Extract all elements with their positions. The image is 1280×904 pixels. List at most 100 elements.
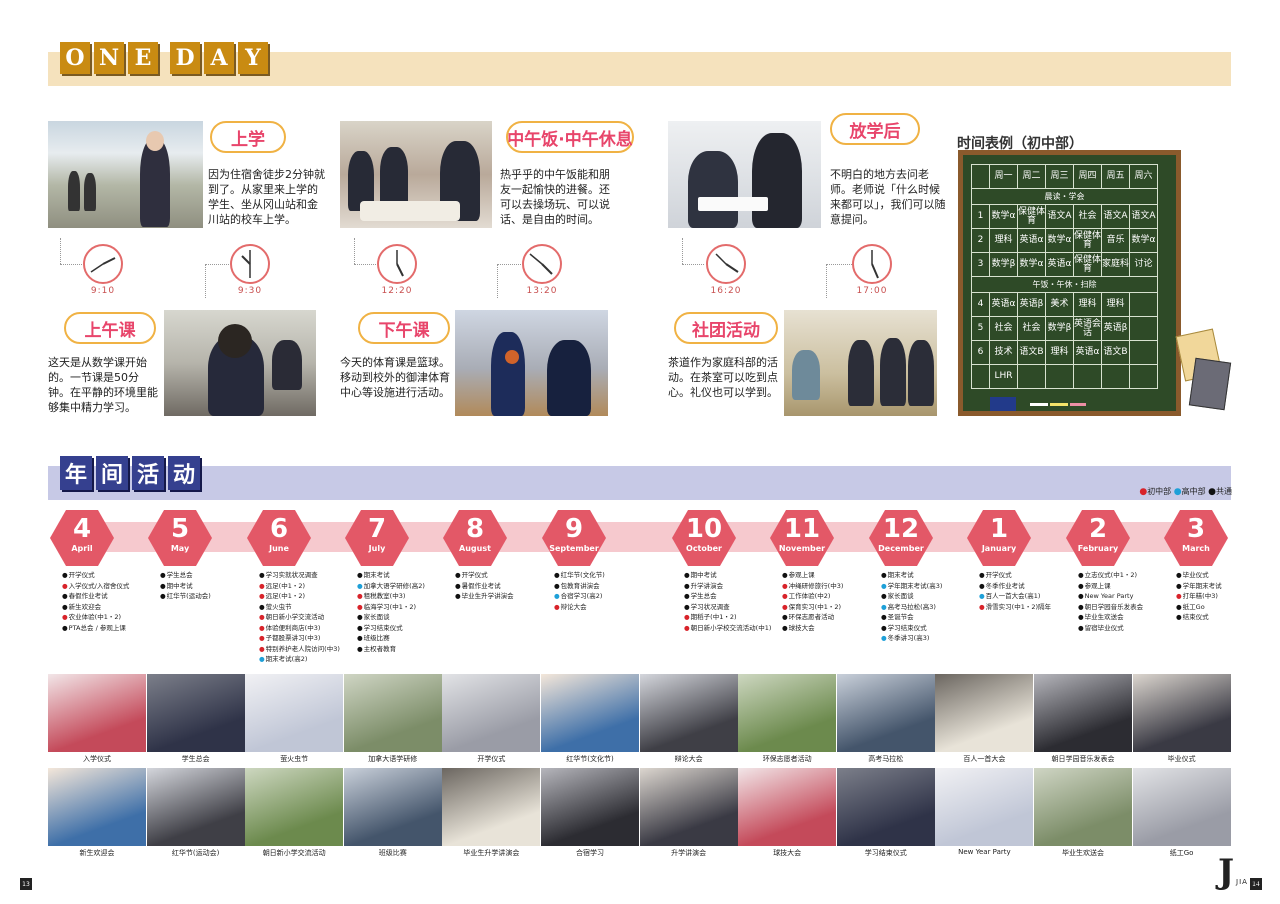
event-photo-caption: 球技大会 (773, 849, 802, 857)
clock-time: 13:20 (526, 286, 558, 296)
timetable-cell: 理科 (1101, 292, 1130, 317)
event-item: 高考马拉松(高3) (881, 602, 977, 613)
month-events: 开学仪式入学仪式/入宿舍仪式春假作业考试新生欢迎会农业体验(中1・2)PTA总会… (62, 570, 158, 633)
timetable-cell: 音乐 (1101, 228, 1130, 253)
timetable-cell: 语文A (1045, 204, 1074, 229)
event-photo (541, 768, 639, 846)
event-photo (1034, 674, 1132, 752)
event-item: 球技大会 (782, 623, 878, 634)
event-item: 新生欢迎会 (62, 602, 158, 613)
event-item: 红华节(文化节) (554, 570, 664, 581)
moment-text: 今天的体育课是篮球。移动到校外的御津体育中心等设施进行活动。 (340, 356, 450, 399)
event-item: 远足(中1・2) (259, 581, 355, 592)
event-photo (245, 768, 344, 846)
month-number: 7 (367, 514, 387, 544)
title-letter: O (60, 42, 90, 74)
timetable-cell: 理科 (989, 228, 1018, 253)
moment-text: 这天是从数学课开始的。一节课是50分钟。在平静的环境里能够集中精力学习。 (48, 356, 158, 414)
event-item: New Year Party (1078, 591, 1174, 602)
month-events: 立志仪式(中1・2)参观上课New Year Party朝日学园音乐发表会毕业生… (1078, 570, 1174, 633)
legend-junior: 初中部 (1147, 487, 1172, 496)
event-item: 冬季作业考试 (979, 581, 1075, 592)
event-item: 子都股票讲习(中3) (259, 633, 355, 644)
event-item: 期稻子(中1・2) (684, 612, 780, 623)
timetable-cell: 语文A (1129, 204, 1158, 229)
timetable-cell: 讨论 (1129, 252, 1158, 277)
event-photo-caption: 毕业仪式 (1167, 755, 1196, 763)
event-item: 体验便利商店(中3) (259, 623, 355, 634)
photo-class (164, 310, 316, 416)
event-photo (1034, 768, 1132, 846)
event-photo-caption: 开学仪式 (477, 755, 506, 763)
month-events: 学习实就状况调查远足(中1・2)远足(中1・2)萤火虫节朝日新小学交流活动体验便… (259, 570, 355, 665)
day-header: 周六 (1129, 164, 1158, 189)
event-item: 圣诞节会 (881, 612, 977, 623)
event-item: 毕业生升学讲演会 (455, 591, 551, 602)
event-photo-caption: 升学讲演会 (671, 849, 707, 857)
event-item: 开学仪式 (455, 570, 551, 581)
event-item: 合宿学习(高2) (554, 591, 664, 602)
month-name: November (778, 544, 826, 553)
clock-time: 16:20 (710, 286, 742, 296)
month-number: 8 (465, 514, 485, 544)
month-events: 毕业仪式学年期末考试打年糕(中3)纸工Go结束仪式 (1176, 570, 1272, 623)
event-photo-caption: 红华节(运动会) (171, 849, 220, 857)
event-item: 春假作业考试 (62, 591, 158, 602)
event-photo-caption: 环保志愿者活动 (762, 755, 812, 763)
event-photo-caption: 毕业生欢送会 (1062, 849, 1104, 857)
month-number: 10 (685, 514, 723, 544)
event-item: 冬季讲习(高3) (881, 633, 977, 644)
moment-title: 社团活动 (674, 312, 778, 344)
event-photo (738, 768, 837, 846)
clock-time: 9:10 (90, 286, 116, 296)
event-item: 远足(中1・2) (259, 591, 355, 602)
event-photo-caption: 高考马拉松 (868, 755, 904, 763)
event-item: 特别养护老人院访问(中3) (259, 644, 355, 655)
legend: ●初中部 ●高中部 ●共通 (1139, 487, 1232, 497)
month-name: May (170, 544, 190, 553)
month-events: 开学仪式冬季作业考试百人一首大会(高1)滑雪实习(中1・2)隔年 (979, 570, 1075, 612)
period-number: 5 (971, 316, 990, 341)
event-item: 期中考试 (684, 570, 780, 581)
month-name: July (368, 544, 386, 553)
timetable-cell (1129, 316, 1158, 341)
event-item: 百人一首大会(高1) (979, 591, 1075, 602)
event-photo (245, 674, 344, 752)
timetable-cell: 数学α (1129, 228, 1158, 253)
timetable-cell: 社会 (1017, 316, 1046, 341)
event-item: 纸工Go (1176, 602, 1272, 613)
event-item: 租税教室(中3) (357, 591, 453, 602)
event-item: PTA总会 / 参观上课 (62, 623, 158, 634)
title-letter: 年 (60, 456, 92, 490)
event-item: 班级比赛 (357, 633, 453, 644)
moment-text: 茶道作为家庭科部的活动。在茶室可以吃到点心。礼仪也可以学到。 (668, 356, 778, 399)
moment-title: 上午课 (64, 312, 156, 344)
clock-icon (230, 244, 270, 284)
event-photo (639, 768, 738, 846)
event-item: 毕业生欢送会 (1078, 612, 1174, 623)
event-photo (935, 768, 1034, 846)
event-photo-caption: 毕业生升学讲演会 (463, 849, 520, 857)
timetable-cell: 英语α (989, 292, 1018, 317)
event-item: 工作体验(中2) (782, 591, 878, 602)
month-name: August (459, 544, 491, 553)
month-number: 2 (1088, 514, 1108, 544)
event-photo (935, 674, 1034, 752)
timetable-cell: LHR (989, 364, 1018, 389)
month-name: March (1182, 544, 1210, 553)
clock-icon (852, 244, 892, 284)
month-events: 期中考试升学讲演会学生总会学习状况调查期稻子(中1・2)朝日新小学校交流活动(中… (684, 570, 780, 633)
period-number: 4 (971, 292, 990, 317)
eraser-icon (990, 397, 1016, 411)
title-letter: 间 (96, 456, 128, 490)
month-number: 1 (989, 514, 1009, 544)
event-photo (48, 674, 146, 752)
timetable-cell: 美术 (1045, 292, 1074, 317)
event-photo (442, 768, 541, 846)
clock-icon (377, 244, 417, 284)
event-item: 参观上课 (782, 570, 878, 581)
timetable-cell: 社会 (989, 316, 1018, 341)
event-item: 农业体验(中1・2) (62, 612, 158, 623)
timetable-cell: 语文B (1101, 340, 1130, 365)
